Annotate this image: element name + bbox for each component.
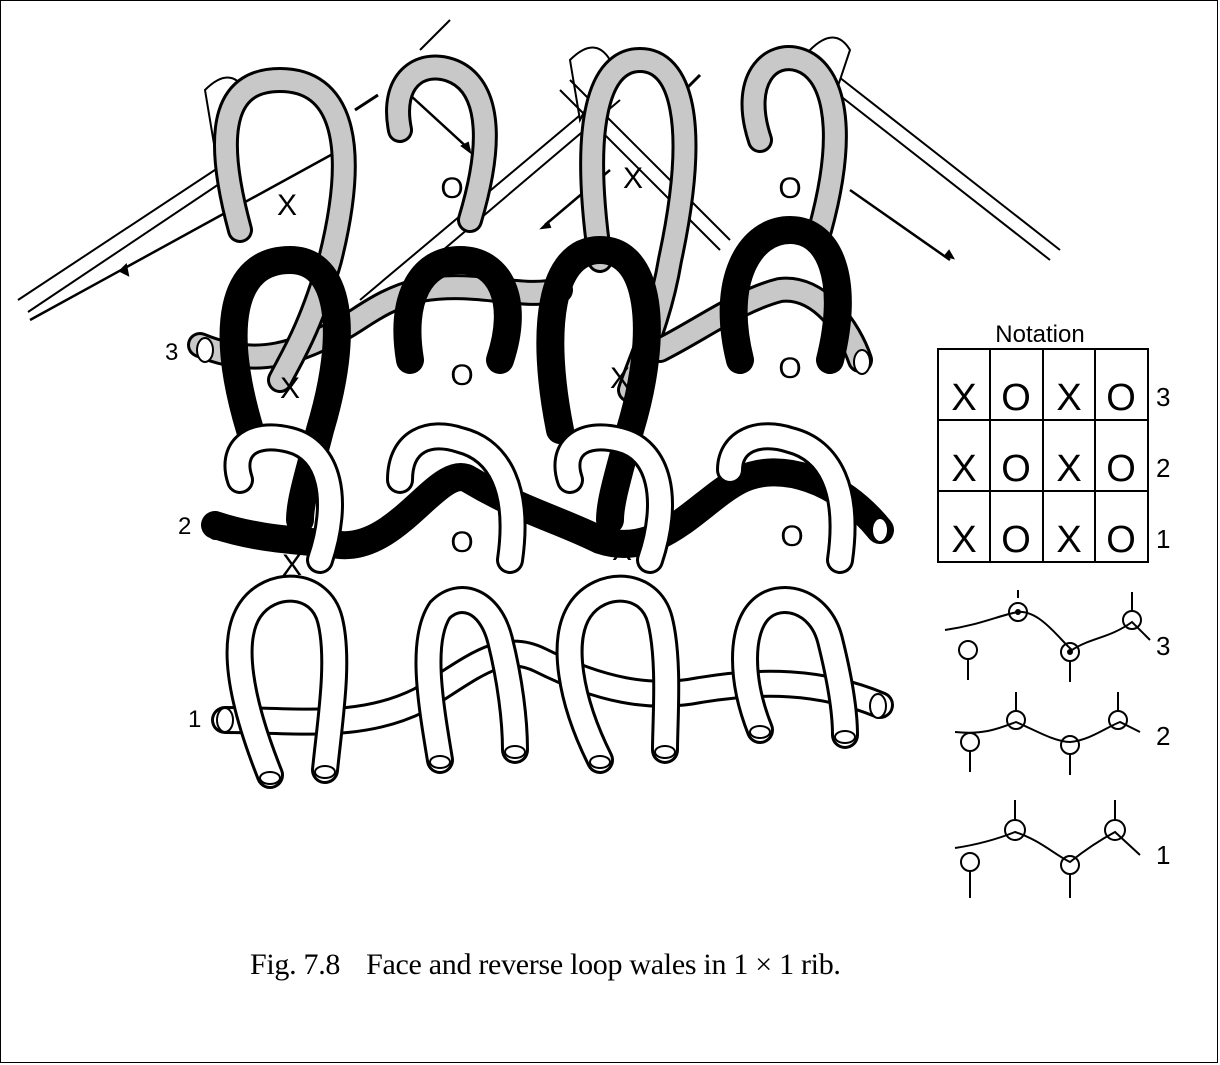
needles — [18, 20, 1060, 320]
notation-cell: X — [1056, 519, 1081, 561]
course-label-3: 3 — [165, 339, 178, 366]
wale-symbol-c2-1: X — [282, 549, 302, 582]
wale-symbol-c3-4: O — [778, 352, 801, 385]
course-labels: 3 2 1 — [165, 339, 201, 733]
wale-symbol-c3-3: X — [610, 362, 630, 395]
wale-symbol-c2-3: X — [612, 534, 632, 567]
yarn-path-2 — [955, 692, 1140, 775]
course-label-1: 1 — [188, 706, 201, 733]
yarn-path-3 — [945, 590, 1150, 682]
notation-cell: X — [951, 519, 976, 561]
notation-cell: O — [1001, 377, 1031, 419]
wale-symbol-top-4: O — [778, 172, 801, 205]
notation-cell: O — [1106, 448, 1136, 490]
figure-number: Fig. 7.8 — [250, 948, 340, 981]
yarn-path-label: 2 — [1156, 721, 1170, 751]
notation-table: Notation X O X O X O X O X O X O 3 2 1 — [938, 321, 1170, 562]
wale-symbol-top-1: X — [277, 189, 297, 222]
notation-cell: O — [1106, 519, 1136, 561]
wale-symbol-c3-1: X — [280, 372, 300, 405]
notation-cell: O — [1001, 448, 1031, 490]
notation-cell: X — [951, 448, 976, 490]
wale-symbol-top-3: X — [623, 162, 643, 195]
wale-symbol-c2-2: O — [450, 526, 473, 559]
notation-row-label: 3 — [1156, 382, 1170, 412]
wale-symbol-top-2: O — [440, 172, 463, 205]
course-1-yarn — [225, 436, 880, 775]
course-label-2: 2 — [178, 513, 191, 540]
notation-cell: X — [1056, 377, 1081, 419]
figure-caption-text: Face and reverse loop wales in 1 × 1 rib… — [366, 948, 840, 981]
yarn-path-label: 1 — [1156, 840, 1170, 870]
notation-title: Notation — [995, 321, 1084, 348]
notation-cell: X — [951, 377, 976, 419]
wale-symbol-c2-4: O — [780, 520, 803, 553]
figure-caption: Fig. 7.8 Face and reverse loop wales in 1… — [250, 948, 1010, 982]
notation-cell: O — [1001, 519, 1031, 561]
notation-cell: X — [1056, 448, 1081, 490]
notation-cell: O — [1106, 377, 1136, 419]
yarn-path-label: 3 — [1156, 631, 1170, 661]
notation-row-label: 1 — [1156, 524, 1170, 554]
notation-row-label: 2 — [1156, 453, 1170, 483]
yarn-path-diagrams: 3 2 1 — [945, 590, 1170, 898]
yarn-path-1 — [955, 800, 1140, 898]
wale-symbol-c3-2: O — [450, 359, 473, 392]
